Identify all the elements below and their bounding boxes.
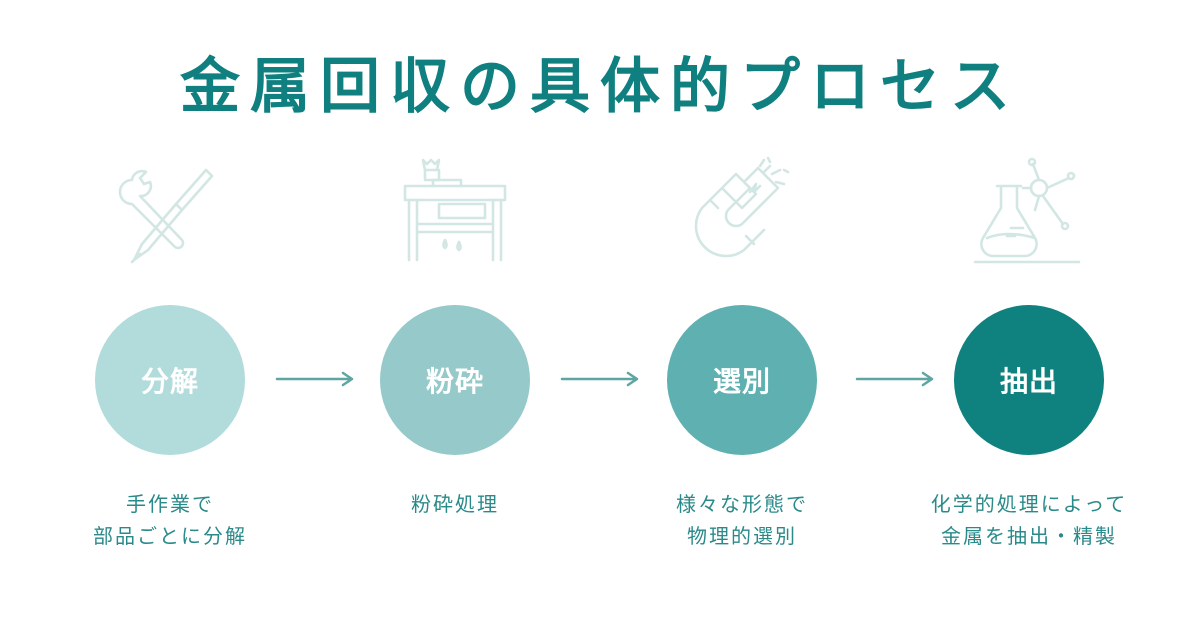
description-line: 物理的選別	[687, 524, 797, 548]
step-circle-disassembly: 分解	[95, 305, 245, 455]
step-description-disassembly: 手作業で 部品ごとに分解	[30, 488, 310, 552]
description-line: 部品ごとに分解	[93, 524, 247, 548]
step-circle-sorting: 選別	[667, 305, 817, 455]
tools-icon	[110, 152, 230, 272]
step-description-extraction: 化学的処理によって 金属を抽出・精製	[889, 488, 1169, 552]
step-label: 抽出	[999, 365, 1058, 398]
arrow-right-icon	[560, 369, 640, 389]
chemistry-flask-icon	[967, 152, 1087, 272]
description-line: 様々な形態で	[676, 492, 808, 516]
step-label: 選別	[712, 365, 771, 398]
description-line: 金属を抽出・精製	[941, 524, 1117, 548]
step-description-sorting: 様々な形態で 物理的選別	[602, 488, 882, 552]
step-circle-extraction: 抽出	[954, 305, 1104, 455]
step-description-crushing: 粉砕処理	[315, 488, 595, 520]
crusher-machine-icon	[395, 152, 515, 272]
arrow-right-icon	[855, 369, 935, 389]
step-label: 分解	[140, 365, 199, 398]
description-line: 粉砕処理	[411, 492, 499, 516]
arrow-right-icon	[275, 369, 355, 389]
description-line: 化学的処理によって	[930, 492, 1128, 516]
magnet-icon	[680, 152, 800, 272]
step-circle-crushing: 粉砕	[380, 305, 530, 455]
description-line: 手作業で	[126, 492, 214, 516]
page-title: 金属回収の具体的プロセス	[180, 52, 1020, 122]
step-label: 粉砕	[425, 365, 484, 398]
